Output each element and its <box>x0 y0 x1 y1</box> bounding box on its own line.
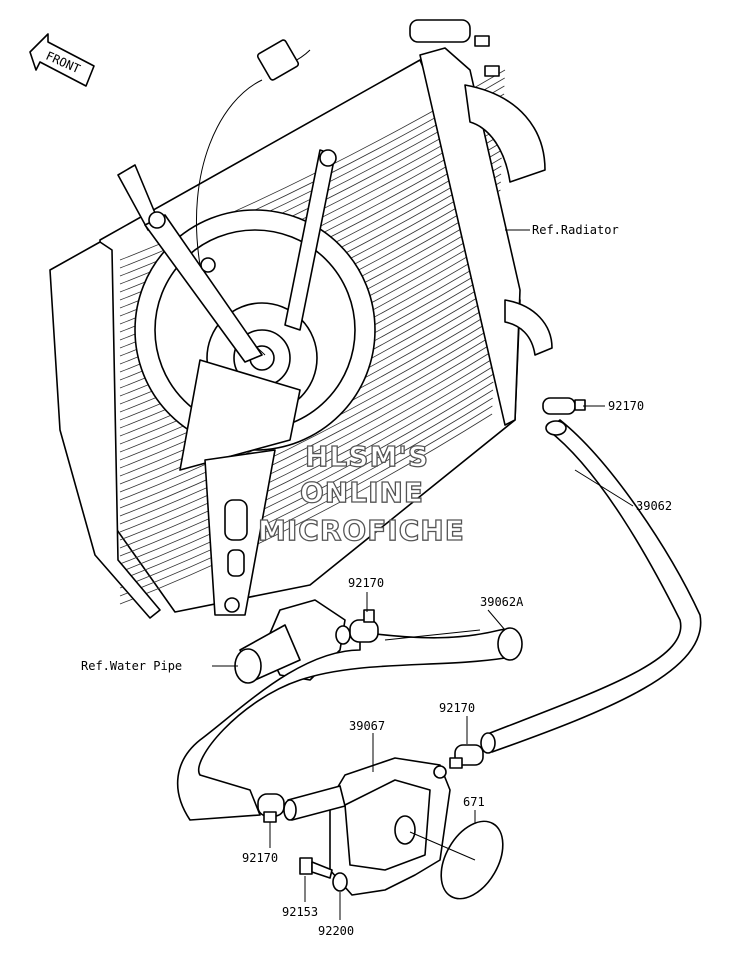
callout-671: 671 <box>463 795 485 809</box>
radiator-lower-outlet <box>504 299 553 356</box>
watermark: HLSM'S ONLINE MICROFICHE <box>257 439 465 547</box>
callout-92170-c: 92170 <box>439 701 475 715</box>
clamp-92170-c <box>449 744 484 769</box>
radiator-filler-neck <box>409 19 471 43</box>
callout-92200: 92200 <box>318 924 354 938</box>
front-arrow-icon: FRONT <box>29 33 95 87</box>
leader-lines <box>212 229 634 920</box>
watermark-line1: HLSM'S <box>305 440 429 473</box>
clamp-92170-b <box>349 609 379 643</box>
watermark-line2: ONLINE <box>300 476 424 509</box>
callout-ref-radiator: Ref.Radiator <box>532 223 619 237</box>
washer-92200 <box>332 872 348 892</box>
hose-39062A <box>176 628 523 821</box>
callout-92170-a: 92170 <box>608 399 644 413</box>
callout-92153: 92153 <box>282 905 318 919</box>
clamp-92170-d <box>257 793 285 823</box>
clamp-92170-a <box>542 397 586 415</box>
callout-92170-b: 92170 <box>348 576 384 590</box>
fan-wiring <box>117 39 337 363</box>
o-ring-671 <box>440 820 504 900</box>
callout-39062A: 39062A <box>480 595 524 609</box>
callout-39067: 39067 <box>349 719 385 733</box>
radiator-right-tank <box>419 47 521 426</box>
callout-ref-water-pipe: Ref.Water Pipe <box>81 659 182 673</box>
callouts: Ref.Radiator 92170 39062 92170 39062A Re… <box>81 223 672 938</box>
callout-92170-d: 92170 <box>242 851 278 865</box>
radiator-upper-hose <box>464 84 546 183</box>
bolt-92153 <box>299 857 333 879</box>
watermark-line3: MICROFICHE <box>258 514 465 547</box>
callout-39062: 39062 <box>636 499 672 513</box>
radiator-left-tank <box>49 241 161 619</box>
hose-39062 <box>484 419 702 753</box>
